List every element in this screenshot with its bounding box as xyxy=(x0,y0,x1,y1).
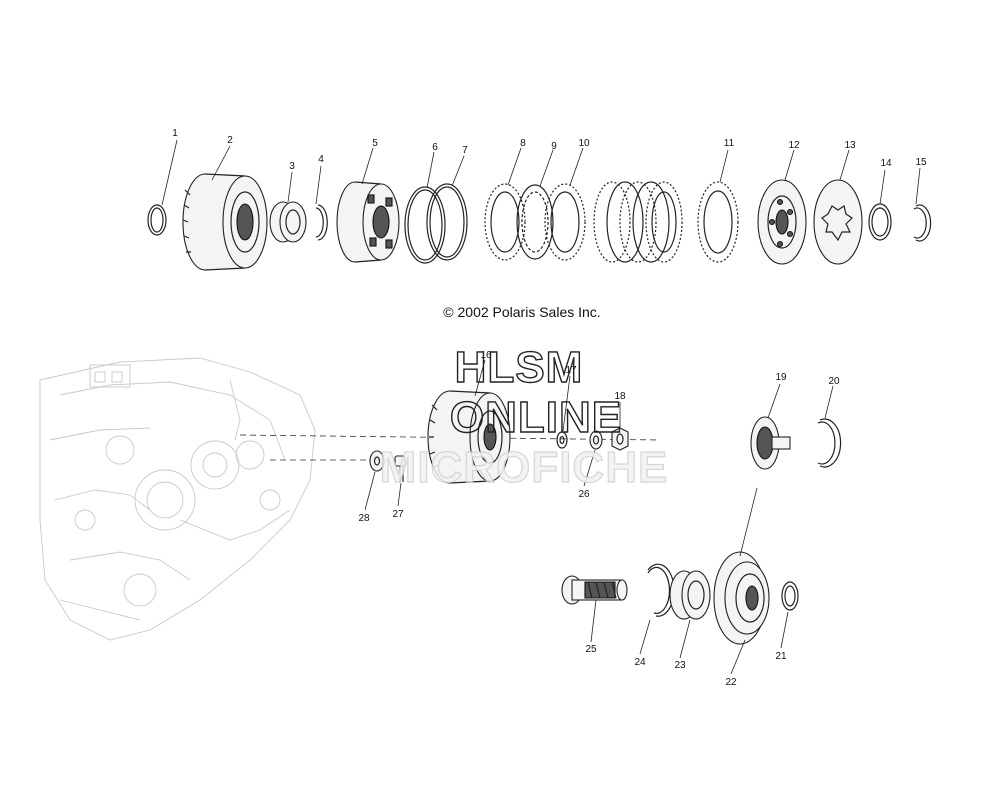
bearing-housing-22[interactable] xyxy=(713,551,770,645)
watermark-line-1: HLSM xyxy=(455,343,584,392)
friction-plate-11[interactable] xyxy=(697,181,739,263)
callout-15[interactable]: 15 xyxy=(915,157,927,168)
washer-14[interactable] xyxy=(868,203,892,241)
snap-ring-20[interactable] xyxy=(817,418,842,468)
bolt-27[interactable] xyxy=(394,455,406,482)
engine-case-background xyxy=(39,357,316,641)
callout-7[interactable]: 7 xyxy=(462,145,468,156)
friction-plate-10[interactable] xyxy=(544,183,586,261)
watermark-line-3: MICROFICHE xyxy=(380,443,669,492)
washer-21[interactable] xyxy=(781,581,799,611)
o-ring-7[interactable] xyxy=(426,183,468,261)
callout-11[interactable]: 11 xyxy=(724,138,735,149)
input-shaft-25[interactable] xyxy=(561,575,628,605)
callout-17[interactable]: 17 xyxy=(565,365,577,376)
callout-5[interactable]: 5 xyxy=(372,138,378,149)
clutch-hub[interactable] xyxy=(336,181,400,263)
callout-2[interactable]: 2 xyxy=(227,135,233,146)
callout-23[interactable]: 23 xyxy=(674,660,686,671)
callout-4[interactable]: 4 xyxy=(318,154,324,165)
pressure-plate[interactable] xyxy=(757,179,807,265)
callout-labels: 1 2 3 4 5 6 7 8 9 10 11 12 13 14 15 16 1… xyxy=(172,128,927,688)
callout-22[interactable]: 22 xyxy=(725,677,737,688)
callout-24[interactable]: 24 xyxy=(634,657,646,668)
callout-25[interactable]: 25 xyxy=(585,644,597,655)
snap-ring-1[interactable] xyxy=(147,204,167,236)
bearing-3[interactable] xyxy=(269,201,307,243)
callout-12[interactable]: 12 xyxy=(788,140,800,151)
pressure-hub-19[interactable] xyxy=(750,416,791,470)
callout-13[interactable]: 13 xyxy=(844,140,856,151)
washer-17[interactable] xyxy=(556,431,568,449)
snap-ring-4[interactable] xyxy=(315,204,328,241)
steel-plate-9[interactable] xyxy=(516,184,554,260)
leader-lines xyxy=(161,139,921,675)
callout-26[interactable]: 26 xyxy=(578,489,590,500)
callout-6[interactable]: 6 xyxy=(432,142,438,153)
washer-28[interactable] xyxy=(369,450,385,472)
snap-ring-15[interactable] xyxy=(913,204,932,242)
o-ring-6[interactable] xyxy=(404,186,446,264)
copyright-text: © 2002 Polaris Sales Inc. xyxy=(443,304,600,320)
clutch-drum[interactable] xyxy=(182,173,268,271)
callout-14[interactable]: 14 xyxy=(880,158,892,169)
watermark-line-2: ONLINE xyxy=(450,393,622,442)
watermark: HLSM ONLINE MICROFICHE xyxy=(379,342,669,492)
callout-21[interactable]: 21 xyxy=(775,651,787,662)
washer-26[interactable] xyxy=(589,430,603,450)
callout-9[interactable]: 9 xyxy=(551,141,557,152)
callout-1[interactable]: 1 xyxy=(172,128,178,139)
callout-16[interactable]: 16 xyxy=(480,350,492,361)
friction-plate-8[interactable] xyxy=(484,183,526,261)
callout-19[interactable]: 19 xyxy=(775,372,787,383)
callout-18[interactable]: 18 xyxy=(614,391,626,402)
callout-3[interactable]: 3 xyxy=(289,161,295,172)
clutch-plate-stack[interactable] xyxy=(593,181,683,263)
callout-8[interactable]: 8 xyxy=(520,138,526,149)
outer-clutch-drum[interactable] xyxy=(427,390,511,484)
spring-plate[interactable] xyxy=(813,179,863,265)
callout-10[interactable]: 10 xyxy=(578,138,590,149)
callout-20[interactable]: 20 xyxy=(828,376,840,387)
bearing-23[interactable] xyxy=(669,570,711,620)
callout-27[interactable]: 27 xyxy=(392,509,404,520)
callout-28[interactable]: 28 xyxy=(358,513,370,524)
